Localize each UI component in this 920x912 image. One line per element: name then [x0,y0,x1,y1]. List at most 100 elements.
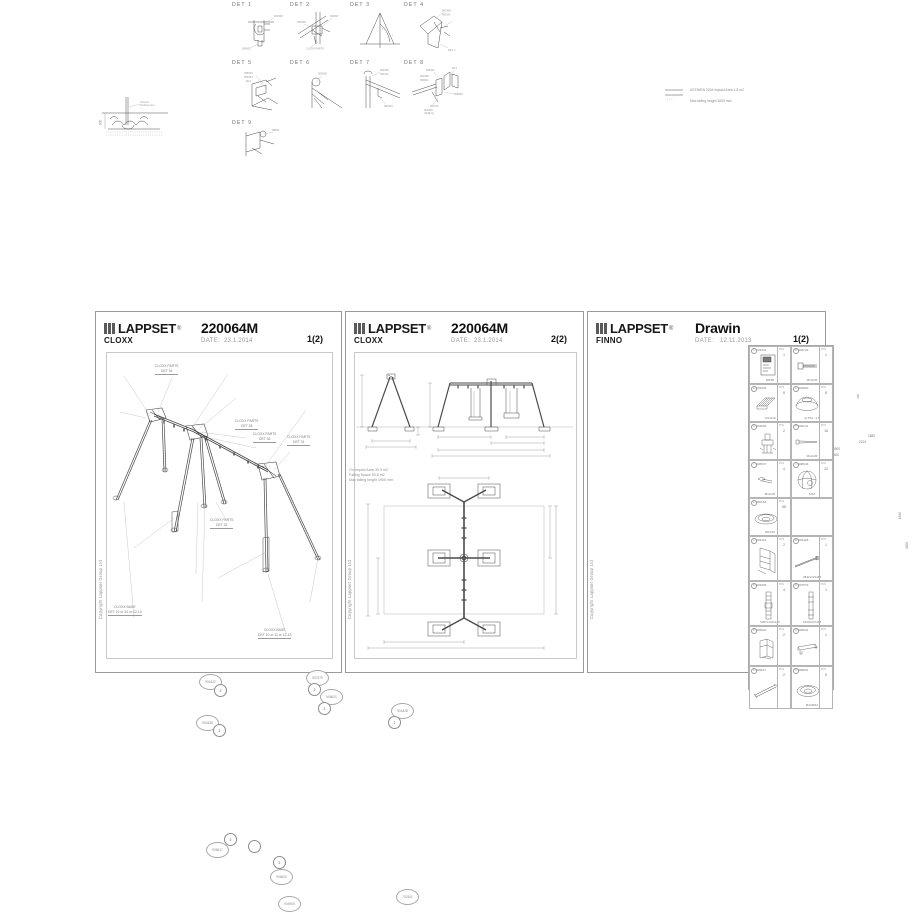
registered-mark: ® [668,325,674,332]
detail-views-strip: DET 1 DET 2 DET 3 DET 4 DET 5 DET 6 DET … [0,0,920,300]
part-code: 906621 [798,628,809,632]
dim-span-inner: 5900 [833,447,841,451]
parts-list-grid[interactable]: C 702341 M5/50 PCS 1 D 903749 M12x35 PCS… [748,345,834,709]
part-mark: E [750,385,757,392]
sheet2-product-line: CLOXX [354,336,384,345]
balloon-qty-904422: 2 [214,684,227,697]
dim-span-right: 1880 [868,434,876,438]
part-mark: L [750,537,757,544]
detail-drawing-det3: h r [360,12,400,48]
part-qty-cell: PCS 2 [777,423,790,459]
sheet3-product-line: FINNO [596,336,623,345]
part-dim: 72x41x9 [764,416,776,420]
sheet1-isometric-drawing [112,373,322,635]
part-qty-label: PCS [779,386,784,389]
part-dim: M12 [809,492,815,496]
lappset-logo-icon [354,323,365,334]
part-cell[interactable]: C 702341 M5/50 PCS 1 [749,346,791,384]
svg-text:908630: 908630 [454,92,463,96]
sheet3-date-label: DATE: [695,338,715,344]
callout-det31: CLOXX PARTS DET 31 [287,435,311,446]
sheet2-plan-drawing [366,476,558,650]
part-cell[interactable]: P 906620 PCS 2 [749,626,791,666]
part-cell[interactable]: R 907579 1629x227x88 PCS 1 [791,581,833,626]
svg-text:903408: 903408 [442,9,451,13]
svg-text:908639: 908639 [244,71,253,75]
sheet2-date-label: DATE: [451,338,471,344]
part-code: 904430 [756,386,767,390]
brand-name: LAPPSET [610,321,668,336]
detail-label-det6: DET 6 [290,60,311,66]
svg-text:98480: 98480 [272,128,280,132]
sheet3-logo: LAPPSET ® [596,321,673,336]
dim-plan-right-upper: 1840 [898,512,902,520]
registered-mark: ® [426,325,432,332]
part-qty-label: PCS [821,462,826,465]
part-cell[interactable]: Q 906621 PCS 1 [791,626,833,666]
part-cell[interactable]: F 904800 Q.75d - 3,5 PCS 8 [791,384,833,422]
part-cell[interactable]: E 904430 72x41x9 PCS 8 [749,384,791,422]
part-cell[interactable]: J 908644 M12 PCS 24 [791,460,833,498]
part-mark: Q [792,627,799,634]
detail-label-det2: DET 2 [290,2,311,8]
part-mark: P [750,627,757,634]
part-code: 907579 [798,583,809,587]
svg-text:M12: M12 [246,79,252,83]
sheet1-copyright: Copyright Lappset Group Ltd [98,560,103,620]
sheet2-copyright: Copyright Lappset Group Ltd [347,560,352,620]
sheet-2[interactable]: LAPPSET ® CLOXX 220064M DATE: 23.1.2014 … [345,311,909,673]
part-mark: J [792,461,799,468]
sheet2-note-line3: Max falling height 1900 mm. [349,478,394,482]
part-cell[interactable]: N 904436 5367x121x125 PCS 4 [749,581,791,626]
sheet2-note-line1: On Impact Area 39.9 m2 [349,468,388,472]
part-qty-label: PCS [821,583,826,586]
part-mark: M [792,537,799,544]
part-cell[interactable]: D 903749 M12x35 PCS 1 [791,346,833,384]
part-cell[interactable]: H 909141 M12x95 PCS 16 [791,422,833,460]
part-mark: F [792,385,799,392]
part-cell[interactable]: S 908601 Ø24/Ø12 PCS 6 [791,666,833,709]
part-qty-value: 8 [825,391,827,395]
part-cell[interactable]: O 906617 PCS 2 [749,666,791,709]
svg-text:980154: 980154 [384,104,393,108]
part-dim: Ø12x35 [764,492,776,496]
dim-span-right-total: 2210 [859,440,867,444]
part-qty-cell: PCS 1 [777,347,790,383]
detail-drawing-det7: 903408 909141 980154 [363,68,401,108]
part-dim: 5367x121x125 [760,620,780,624]
part-image [757,476,773,484]
dim-span-total: 6450 [832,453,840,457]
part-code: 904422 [756,538,767,542]
part-qty-label: PCS [821,348,826,351]
part-cell[interactable]: M 904428 2842x221x88 PCS 1 [791,536,833,581]
part-cell[interactable]: K 980154 Ø24/15 PCS 68 [749,498,791,536]
part-cell[interactable]: I 906547 Ø12x35 PCS 4 [749,460,791,498]
part-qty-value: 24 [824,467,828,471]
part-qty-label: PCS [779,538,784,541]
svg-text:Ground: Ground [140,100,149,104]
part-cell[interactable]: L 904422 PCS 2 [749,536,791,581]
lappset-logo-icon [596,323,607,334]
svg-text:903408: 903408 [274,14,283,18]
detail-drawing-det4: 903408 909141 DET 2 [419,9,456,52]
part-dim: Q.75d - 3,5 [804,416,820,420]
detail-label-det7: DET 7 [350,60,371,66]
detail-label-det9: DET 9 [232,120,253,126]
sheet1-logo: LAPPSET ® [104,321,181,336]
callout-det32: CLOXX PARTS DET 32 [210,518,234,529]
callout-base-left: CLOXX BASE DET 10 or 20 or 12-13 [108,605,142,616]
part-mark: R [792,582,799,589]
part-image [797,362,817,370]
part-cell[interactable] [791,498,833,536]
svg-text:(SIZE H): (SIZE H) [424,111,434,115]
balloon-qty-906621: 2 [318,702,331,715]
sheet-1[interactable]: LAPPSET ® CLOXX 220064M DATE: 23.1.2014 … [95,311,419,912]
svg-text:980154: 980154 [244,75,253,79]
part-cell[interactable]: G 904904 PCS 2 [749,422,791,460]
part-qty-value: 6 [825,673,827,677]
svg-text:903408: 903408 [380,68,389,72]
detail-label-det5: DET 5 [232,60,253,66]
part-qty-label: PCS [779,628,784,631]
part-qty-label: PCS [779,583,784,586]
part-qty-cell: PCS 1 [819,347,832,383]
